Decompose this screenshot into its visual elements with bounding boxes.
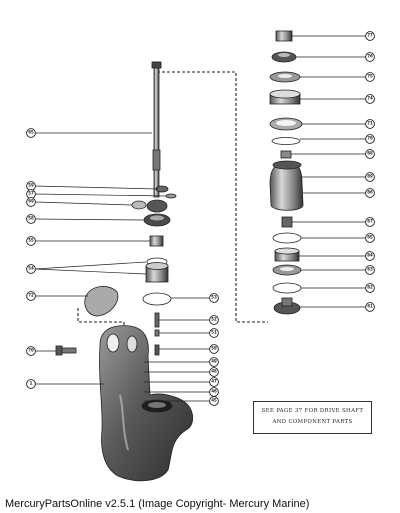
callout-label: 66 [367, 190, 373, 196]
callout-label: 67 [367, 219, 373, 225]
callout-label: 57 [28, 191, 34, 197]
callout-label: 53 [211, 295, 217, 301]
callout-46[interactable]: 46 [209, 387, 219, 397]
callouts-left: 65 59 57 69 58 55 54 72 70 1 [26, 128, 36, 389]
callout-label: 1 [30, 381, 33, 387]
callout-label: 54 [28, 266, 34, 272]
callout-62[interactable]: 62 [365, 283, 375, 293]
callout-label: 77 [367, 33, 373, 39]
callout-45[interactable]: 45 [209, 396, 219, 406]
callout-label: 69 [367, 174, 373, 180]
callout-label: 47 [211, 379, 217, 385]
callout-59[interactable]: 59 [26, 181, 36, 191]
callout-label: 50 [211, 346, 217, 352]
callout-72[interactable]: 72 [26, 291, 36, 301]
callout-label: 70 [28, 348, 34, 354]
right-stack-parts [269, 30, 304, 315]
callout-65-left[interactable]: 65 [26, 128, 36, 138]
callout-label: 75 [367, 74, 373, 80]
callout-label: 49 [211, 359, 217, 365]
callout-71[interactable]: 71 [365, 119, 375, 129]
callout-label: 76 [367, 54, 373, 60]
callout-68[interactable]: 68 [365, 149, 375, 159]
callout-label: 64 [367, 253, 373, 259]
callout-50[interactable]: 50 [209, 344, 219, 354]
callout-69-left[interactable]: 69 [26, 197, 36, 207]
callout-51[interactable]: 51 [209, 328, 219, 338]
callout-49[interactable]: 49 [209, 357, 219, 367]
callout-76[interactable]: 76 [365, 52, 375, 62]
callout-48[interactable]: 48 [209, 367, 219, 377]
callout-64[interactable]: 64 [365, 251, 375, 261]
callout-57[interactable]: 57 [26, 189, 36, 199]
callout-63[interactable]: 63 [365, 265, 375, 275]
callout-label: 51 [211, 330, 217, 336]
callout-61[interactable]: 61 [365, 302, 375, 312]
callout-74[interactable]: 74 [365, 94, 375, 104]
callout-label: 61 [367, 304, 373, 310]
callout-53[interactable]: 53 [209, 293, 219, 303]
callout-66[interactable]: 66 [365, 188, 375, 198]
callout-label: 72 [28, 293, 34, 299]
callout-label: 55 [28, 238, 34, 244]
callout-label: 65 [28, 130, 34, 136]
gear-housing-part [99, 325, 194, 482]
callout-label: 62 [367, 285, 373, 291]
callout-label: 46 [211, 389, 217, 395]
callout-label: 65 [367, 235, 373, 241]
copyright-footer: MercuryPartsOnline v2.5.1 (Image Copyrig… [5, 498, 310, 510]
callout-label: 71 [367, 121, 373, 127]
callout-70-right[interactable]: 70 [365, 134, 375, 144]
drive-shaft-part [151, 61, 162, 198]
callout-67[interactable]: 67 [365, 217, 375, 227]
callout-label: 68 [367, 151, 373, 157]
callout-55[interactable]: 55 [26, 236, 36, 246]
callout-69-right[interactable]: 69 [365, 172, 375, 182]
reference-note-line-2: AND COMPONENT PARTS [272, 419, 353, 425]
callout-1[interactable]: 1 [26, 379, 36, 389]
callout-75[interactable]: 75 [365, 72, 375, 82]
callout-label: 74 [367, 96, 373, 102]
callout-label: 70 [367, 136, 373, 142]
callout-54[interactable]: 54 [26, 264, 36, 274]
callouts-center: 53 52 51 50 49 48 47 46 45 [209, 293, 219, 406]
leader-lines [34, 35, 366, 402]
reference-note-box: SEE PAGE 37 FOR DRIVE SHAFT AND COMPONEN… [253, 401, 372, 434]
callout-label: 45 [211, 398, 217, 404]
callout-label: 63 [367, 267, 373, 273]
callouts-right: 77 76 75 74 71 70 68 69 66 67 65 64 63 6… [365, 31, 375, 312]
callout-77[interactable]: 77 [365, 31, 375, 41]
callout-label: 48 [211, 369, 217, 375]
callout-52[interactable]: 52 [209, 315, 219, 325]
callout-58[interactable]: 58 [26, 214, 36, 224]
callout-label: 69 [28, 199, 34, 205]
callout-label: 59 [28, 183, 34, 189]
callout-label: 52 [211, 317, 217, 323]
reference-note-line-1: SEE PAGE 37 FOR DRIVE SHAFT [261, 408, 364, 414]
callout-65-right[interactable]: 65 [365, 233, 375, 243]
callout-label: 58 [28, 216, 34, 222]
callout-70-left[interactable]: 70 [26, 346, 36, 356]
callout-47[interactable]: 47 [209, 377, 219, 387]
